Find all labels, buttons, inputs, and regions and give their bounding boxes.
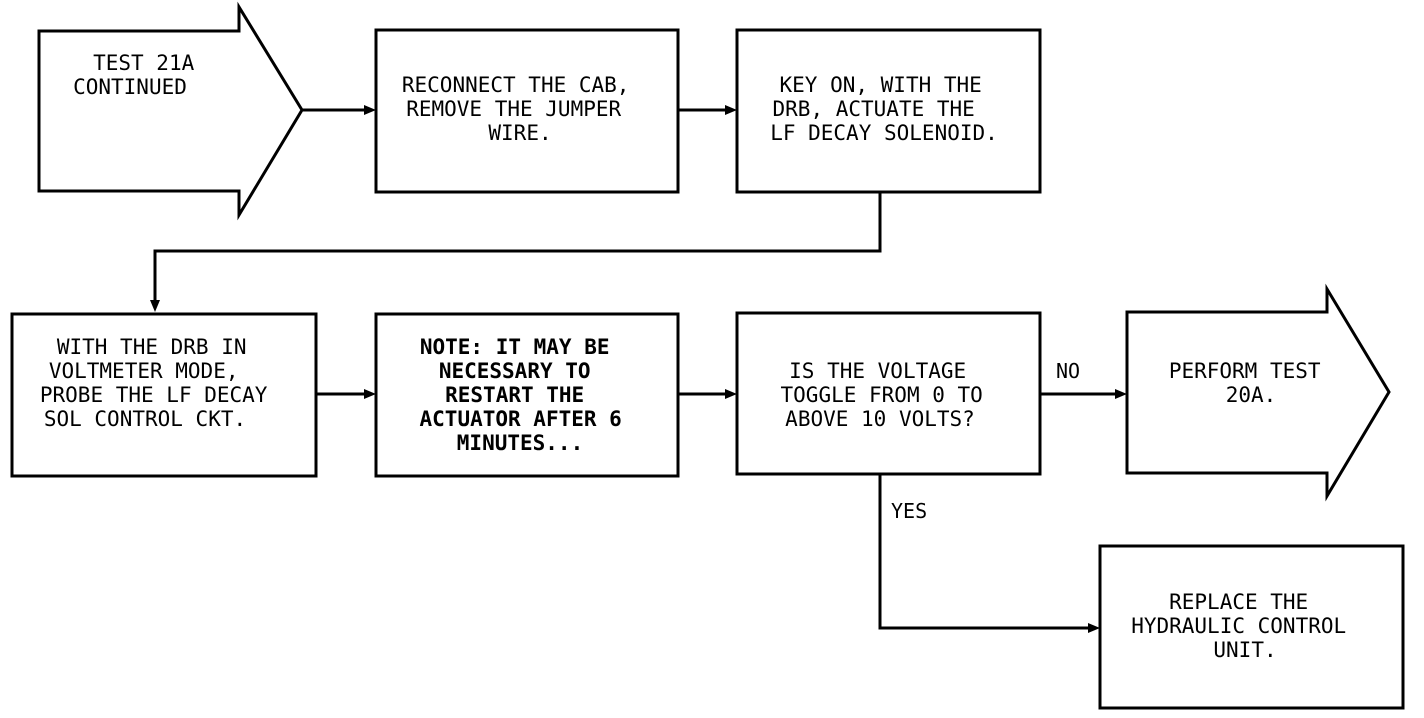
- node-start-line: TEST 21A: [93, 51, 195, 75]
- node-start-line: CONTINUED: [73, 75, 187, 99]
- node-voltmeter-text: WITH THE DRB IN VOLTMETER MODE, PROBE TH…: [40, 335, 280, 431]
- node-question-line: ABOVE 10 VOLTS?: [785, 407, 975, 431]
- perform-arrow-shape: [1125, 283, 1391, 502]
- node-voltmeter-line: PROBE THE LF DECAY: [40, 383, 268, 407]
- start-arrow-shape: [37, 1, 304, 221]
- edge-label-yes: YES: [891, 499, 927, 523]
- key-on-box: [735, 28, 1042, 194]
- arrowhead-note: [364, 389, 376, 399]
- arrowhead-perform: [1115, 389, 1127, 399]
- node-question: IS THE VOLTAGE TOGGLE FROM 0 TO ABOVE 10…: [735, 311, 1042, 476]
- arrowhead-keyon: [725, 105, 737, 115]
- arrowhead-voltmeter: [150, 300, 160, 312]
- node-start-text: TEST 21A CONTINUED: [73, 51, 207, 99]
- node-key-on-line: KEY ON, WITH THE: [780, 73, 982, 97]
- node-question-text: IS THE VOLTAGE TOGGLE FROM 0 TO ABOVE 10…: [781, 359, 996, 431]
- node-replace-text: REPLACE THE HYDRAULIC CONTROL UNIT.: [1131, 590, 1359, 662]
- node-reconnect-line: WIRE.: [488, 121, 551, 145]
- node-note: NOTE: IT MAY BE NECESSARY TO RESTART THE…: [374, 312, 680, 478]
- node-voltmeter-line: WITH THE DRB IN: [57, 335, 247, 359]
- node-note-line: NOTE: IT MAY BE: [420, 335, 610, 359]
- node-question-line: TOGGLE FROM 0 TO: [781, 383, 983, 407]
- node-voltmeter-line: SOL CONTROL CKT.: [44, 407, 246, 431]
- reconnect-box: [374, 28, 680, 194]
- connector-question-to-replace: [878, 474, 1090, 630]
- node-perform-text: PERFORM TEST 20A.: [1169, 359, 1333, 407]
- node-replace-line: REPLACE THE: [1169, 590, 1308, 614]
- node-reconnect-line: REMOVE THE JUMPER: [406, 97, 621, 121]
- node-reconnect-text: RECONNECT THE CAB, REMOVE THE JUMPER WIR…: [402, 73, 642, 145]
- node-reconnect: RECONNECT THE CAB, REMOVE THE JUMPER WIR…: [374, 28, 680, 194]
- node-note-line: ACTUATOR AFTER 6: [420, 407, 622, 431]
- connector-keyon-to-voltmeter: [153, 192, 882, 302]
- voltmeter-box: [10, 312, 318, 478]
- node-note-text: NOTE: IT MAY BE NECESSARY TO RESTART THE…: [420, 335, 635, 455]
- node-replace: REPLACE THE HYDRAULIC CONTROL UNIT.: [1098, 544, 1405, 710]
- replace-box: [1098, 544, 1405, 710]
- arrowhead-reconnect: [364, 105, 376, 115]
- node-replace-line: UNIT.: [1213, 638, 1276, 662]
- node-key-on: KEY ON, WITH THE DRB, ACTUATE THE LF DEC…: [735, 28, 1042, 194]
- node-key-on-line: LF DECAY SOLENOID.: [770, 121, 998, 145]
- arrowhead-replace: [1088, 623, 1100, 633]
- node-perform-line: PERFORM TEST: [1169, 359, 1321, 383]
- node-perform: PERFORM TEST 20A.: [1125, 283, 1391, 502]
- node-voltmeter: WITH THE DRB IN VOLTMETER MODE, PROBE TH…: [10, 312, 318, 478]
- node-replace-line: HYDRAULIC CONTROL: [1131, 614, 1346, 638]
- node-note-line: NECESSARY TO: [439, 359, 591, 383]
- question-box: [735, 311, 1042, 476]
- node-start: TEST 21A CONTINUED: [37, 1, 304, 221]
- note-box: [374, 312, 680, 478]
- node-reconnect-line: RECONNECT THE CAB,: [402, 73, 630, 97]
- node-note-line: RESTART THE: [445, 383, 584, 407]
- arrowhead-question: [725, 389, 737, 399]
- node-voltmeter-line: VOLTMETER MODE,: [49, 359, 239, 383]
- edge-label-no: NO: [1056, 359, 1080, 383]
- node-key-on-text: KEY ON, WITH THE DRB, ACTUATE THE LF DEC…: [770, 73, 998, 145]
- node-perform-line: 20A.: [1226, 383, 1277, 407]
- connectors: [150, 105, 1127, 633]
- node-key-on-line: DRB, ACTUATE THE: [773, 97, 975, 121]
- node-note-line: MINUTES...: [457, 431, 583, 455]
- node-question-line: IS THE VOLTAGE: [789, 359, 966, 383]
